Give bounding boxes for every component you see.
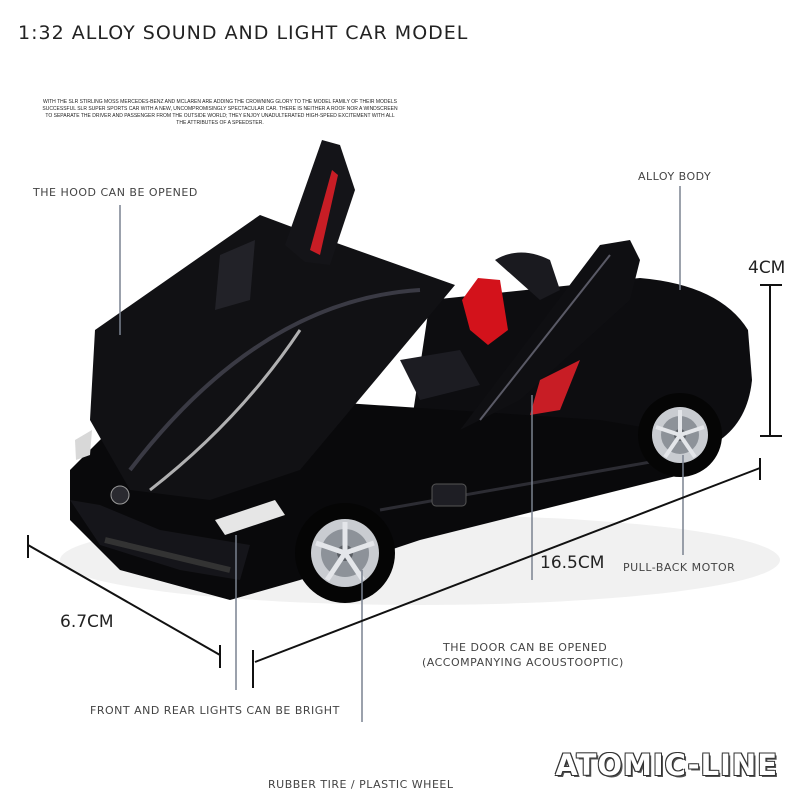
description-text: WITH THE SLR STIRLING MOSS MERCEDES-BENZ… <box>42 99 398 126</box>
headlight <box>215 500 285 535</box>
door-feature-sublabel: (ACCOMPANYING ACOUSTOOPTIC) <box>422 656 624 669</box>
car-hood <box>90 215 455 500</box>
page-title: 1:32 ALLOY SOUND AND LIGHT CAR MODEL <box>18 22 469 44</box>
front-wheel <box>295 503 395 603</box>
car-door-right <box>460 240 640 430</box>
front-bumper <box>70 500 250 580</box>
brand-logo-text: ATOMIC-LINE <box>555 748 778 782</box>
lights-feature-label: FRONT AND REAR LIGHTS CAN BE BRIGHT <box>90 704 340 717</box>
width-dimension-line <box>27 544 221 656</box>
car-door-left <box>285 140 355 265</box>
hood-feature-label: THE HOOD CAN BE OPENED <box>33 186 198 199</box>
length-dimension-line <box>254 467 761 663</box>
car-seat <box>462 278 508 345</box>
wheel-feature-label: RUBBER TIRE / PLASTIC WHEEL <box>268 778 454 791</box>
door-feature-label: THE DOOR CAN BE OPENED <box>443 641 608 654</box>
motor-feature-label: PULL-BACK MOTOR <box>623 561 736 574</box>
body-feature-label: ALLOY BODY <box>638 170 712 183</box>
rear-wheel <box>638 393 722 477</box>
length-dimension: 16.5CM <box>540 553 605 573</box>
height-dimension: 4CM <box>748 258 786 278</box>
side-vent <box>431 483 467 507</box>
width-dimension: 6.7CM <box>60 612 114 632</box>
